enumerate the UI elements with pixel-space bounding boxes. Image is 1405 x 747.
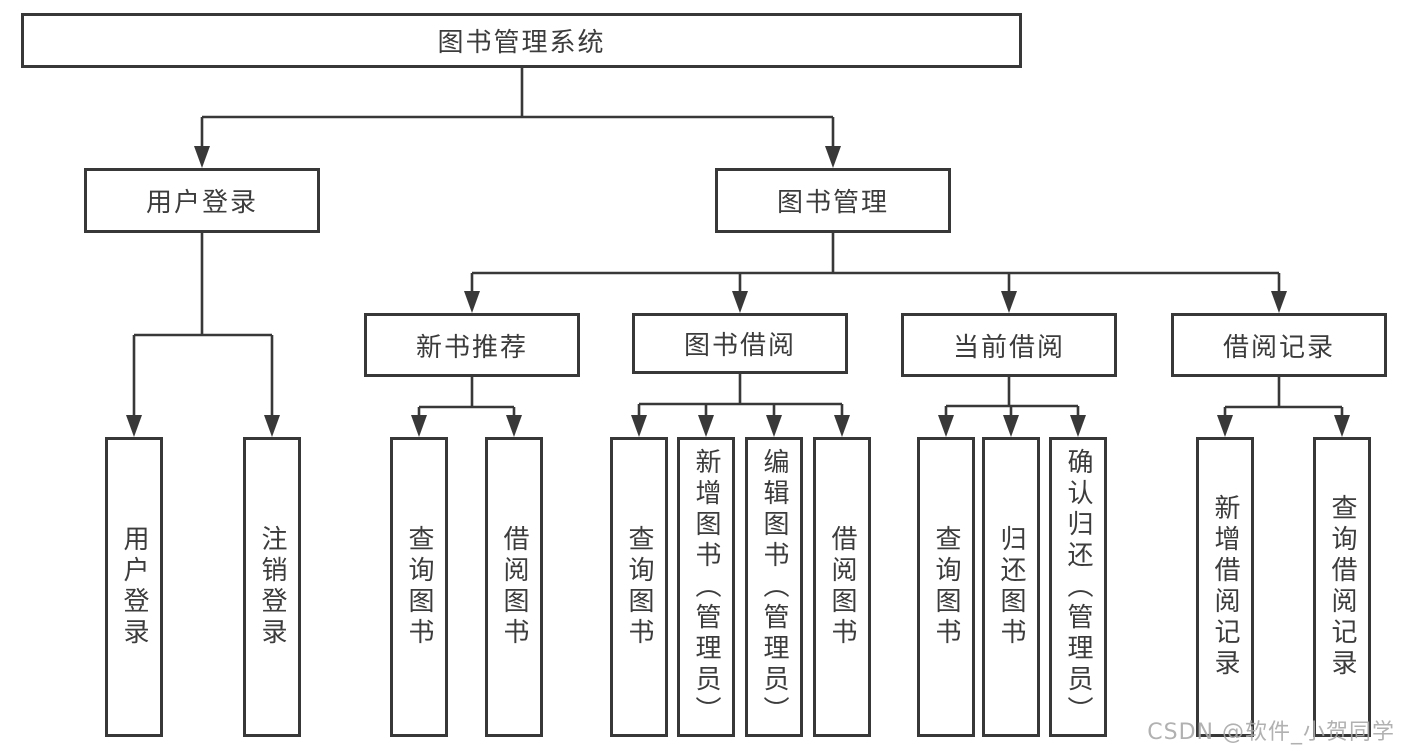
node-user-login: 用户登录	[84, 168, 320, 233]
node-library-management-system: 图书管理系统	[21, 13, 1022, 68]
leaf-query-books-recommend: 查询图书	[390, 437, 448, 737]
leaf-borrow-books: 借阅图书	[813, 437, 871, 737]
node-borrow-records: 借阅记录	[1171, 313, 1387, 377]
node-book-borrow: 图书借阅	[632, 313, 848, 374]
node-book-management: 图书管理	[715, 168, 951, 233]
leaf-query-books-current: 查询图书	[917, 437, 975, 737]
leaf-confirm-return-admin: 确认归还（管理员）	[1049, 437, 1107, 737]
leaf-user-login: 用户登录	[105, 437, 163, 737]
leaf-borrow-books-recommend: 借阅图书	[485, 437, 543, 737]
leaf-edit-books-admin: 编辑图书（管理员）	[745, 437, 803, 737]
leaf-return-books: 归还图书	[982, 437, 1040, 737]
leaf-add-books-admin: 新增图书（管理员）	[677, 437, 735, 737]
leaf-query-books-borrow: 查询图书	[610, 437, 668, 737]
leaf-query-borrow-record: 查询借阅记录	[1313, 437, 1371, 737]
leaf-logout: 注销登录	[243, 437, 301, 737]
leaf-add-borrow-record: 新增借阅记录	[1196, 437, 1254, 737]
csdn-watermark: CSDN @软件_小贺同学	[1147, 720, 1395, 745]
node-current-borrow: 当前借阅	[901, 313, 1117, 377]
node-new-book-recommend: 新书推荐	[364, 313, 580, 377]
